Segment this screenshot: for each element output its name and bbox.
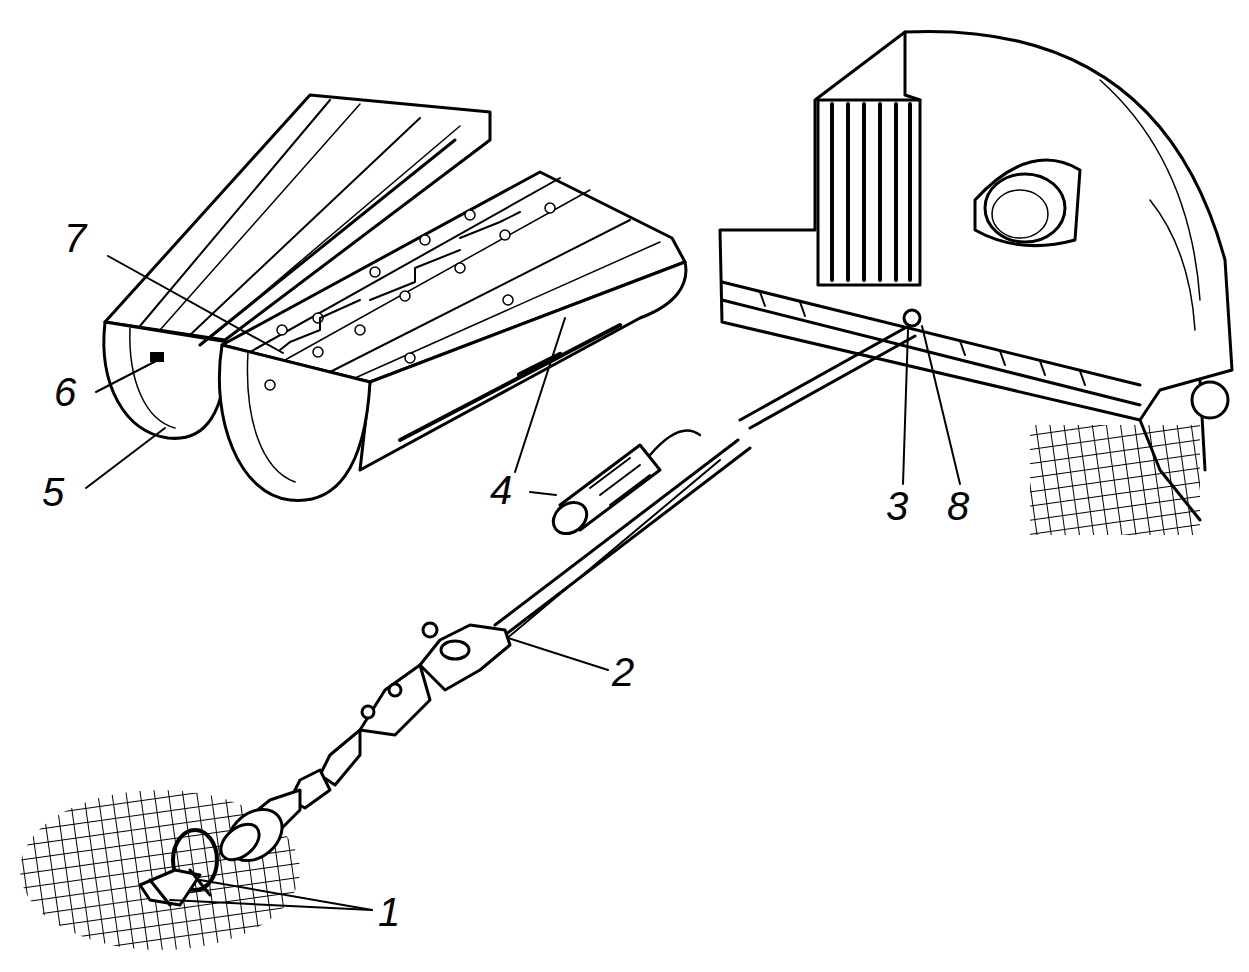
vehicle-front bbox=[720, 31, 1232, 535]
callout-number: 1 bbox=[376, 892, 402, 932]
callout-number: 8 bbox=[945, 486, 971, 526]
leader-line bbox=[86, 256, 960, 910]
callout-number: 7 bbox=[62, 218, 88, 258]
tow-hook bbox=[904, 310, 920, 326]
cable-sleeve bbox=[547, 431, 700, 541]
mat-section bbox=[219, 172, 686, 500]
ground-net bbox=[10, 780, 320, 960]
clevis bbox=[320, 623, 510, 785]
callout-number: 3 bbox=[884, 486, 910, 526]
callout-number: 5 bbox=[40, 472, 66, 512]
callout-number: 6 bbox=[52, 372, 78, 412]
anchor bbox=[140, 770, 330, 905]
callout-number: 2 bbox=[610, 652, 636, 692]
callout-number: 4 bbox=[488, 470, 514, 510]
tow-cable bbox=[495, 328, 915, 640]
